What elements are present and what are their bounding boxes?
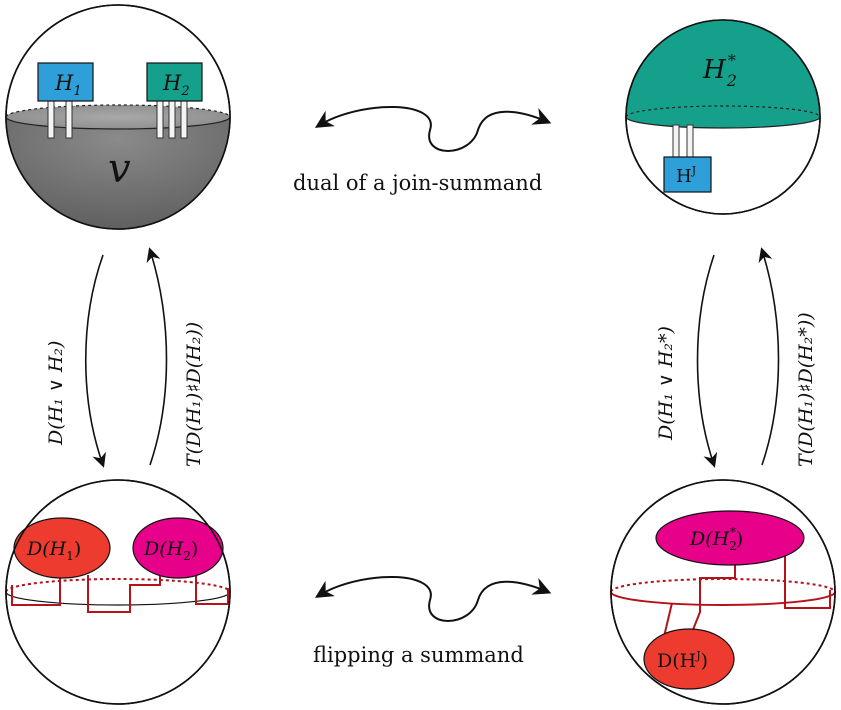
right-down-arrow — [696, 254, 718, 468]
d-h2-star-blob — [655, 510, 805, 566]
right-down-label: D(H₁ ∨ H₂*) — [655, 326, 677, 441]
bottom-squiggle-arrow — [314, 576, 552, 622]
d-h1-blob — [13, 517, 111, 579]
h2-box-label: H2 — [162, 71, 190, 99]
sphere-top-left: H1 H2 v — [5, 4, 231, 230]
h2-box — [146, 62, 203, 102]
hj-box — [663, 156, 712, 193]
left-up-arrow — [146, 247, 168, 466]
d-hj-label: D(HJ) — [657, 649, 708, 672]
left-down-arrow — [85, 254, 106, 468]
sphere-top-right: HJ H2* — [625, 19, 821, 215]
h2-star-label: H2* — [702, 51, 737, 90]
right-up-label: T(D(H₁)♯D(H₂*)) — [795, 312, 817, 467]
left-up-label: T(D(H₁)♯D(H₂)) — [183, 322, 205, 467]
top-caption: dual of a join-summand — [293, 171, 542, 195]
right-up-arrow — [758, 247, 780, 466]
h1-box — [37, 62, 94, 102]
sphere-bottom-left: D(H1) D(H2) — [5, 479, 231, 705]
d-h1-label: D(H1) — [26, 538, 81, 563]
sphere-bottom-right: D(H2*) D(HJ) — [610, 479, 836, 705]
bottom-caption: flipping a summand — [313, 643, 524, 667]
d-h2-star-label: D(H2*) — [689, 525, 743, 553]
left-down-label: D(H₁ ∨ H₂) — [45, 341, 67, 446]
v-label: v — [108, 146, 131, 192]
d-h2-blob — [132, 517, 224, 579]
h1-box-label: H1 — [54, 71, 82, 99]
d-hj-blob — [643, 628, 735, 690]
top-squiggle-arrow — [314, 106, 552, 152]
hj-box-label: HJ — [676, 164, 696, 187]
d-h2-label: D(H2) — [143, 538, 198, 563]
